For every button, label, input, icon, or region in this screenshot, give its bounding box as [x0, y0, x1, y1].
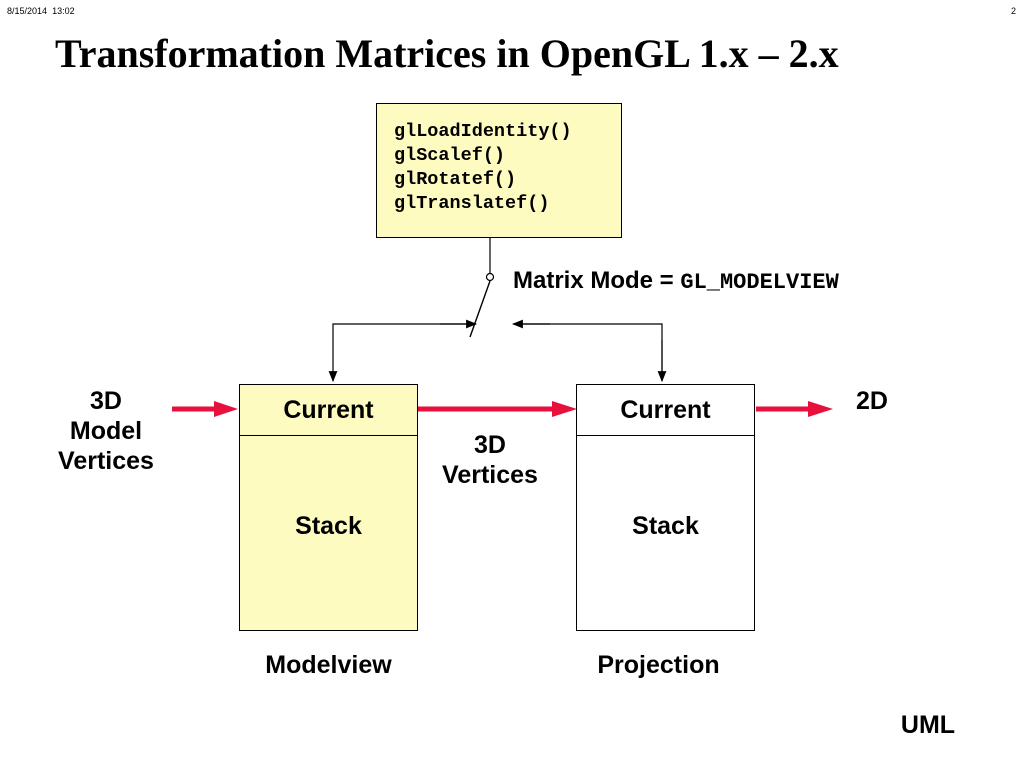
switch-blade [469, 280, 491, 338]
matrix-mode-value: GL_MODELVIEW [680, 270, 839, 295]
modelview-current: Current [240, 385, 417, 436]
projection-caption: Projection [597, 651, 720, 679]
code-line-rotate: glRotatef() [394, 169, 517, 190]
code-line-scale: glScalef() [394, 145, 506, 166]
middle-label-line1: 3D [474, 431, 506, 459]
modelview-stack-label: Stack [295, 512, 362, 540]
page-number: 2 [1010, 6, 1016, 16]
input-label-line3: Vertices [58, 447, 154, 475]
projection-current: Current [577, 385, 754, 436]
date-text: 8/15/2014 [7, 6, 48, 16]
modelview-connector [328, 323, 476, 383]
gl-functions-box: glLoadIdentity() glScalef() glRotatef() … [376, 103, 622, 238]
modelview-caption: Modelview [265, 651, 392, 679]
matrix-mode-text: Matrix Mode = [513, 267, 674, 294]
middle-label: 3D Vertices [430, 430, 550, 490]
code-line-load-identity: glLoadIdentity() [394, 121, 572, 142]
projection-stack-label: Stack [632, 512, 699, 540]
modelview-stack: Current Stack [239, 384, 418, 631]
middle-arrow-head [552, 401, 577, 417]
input-arrow-head [214, 401, 238, 417]
input-label: 3D Model Vertices [48, 386, 164, 476]
time-text: 13:02 [52, 6, 75, 16]
matrix-mode-label: Matrix Mode = GL_MODELVIEW [513, 267, 839, 295]
slide-title: Transformation Matrices in OpenGL 1.x – … [55, 31, 839, 76]
output-label: 2D [856, 387, 888, 415]
uml-footer: UML [900, 711, 956, 739]
slide-date: 8/15/2014 13:02 [7, 6, 75, 16]
output-arrow-head [808, 401, 833, 417]
flow-arrows [172, 401, 833, 417]
input-label-line1: 3D [90, 387, 122, 415]
switch-pivot [485, 272, 495, 282]
middle-label-line2: Vertices [442, 461, 538, 489]
input-label-line2: Model [69, 417, 143, 445]
code-line-translate: glTranslatef() [394, 193, 550, 214]
projection-connector [514, 323, 663, 381]
projection-stack: Current Stack [576, 384, 755, 631]
